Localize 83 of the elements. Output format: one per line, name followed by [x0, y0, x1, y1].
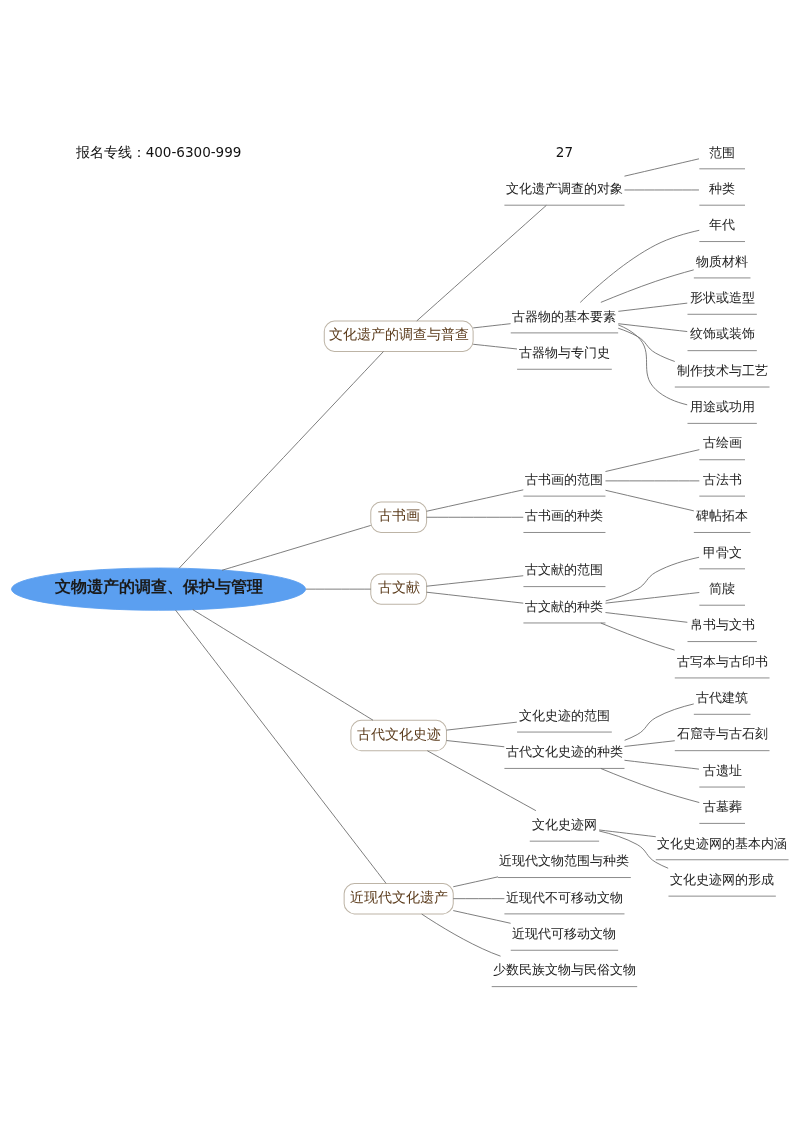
connector	[426, 749, 537, 811]
connector	[624, 703, 695, 741]
connector	[305, 588, 372, 590]
connector	[605, 489, 695, 511]
node-text: 简牍	[709, 580, 736, 596]
connector	[221, 524, 372, 571]
connector	[452, 909, 511, 924]
node-text: 古文献的范围	[525, 561, 604, 577]
node-ellipse: 文物遗产的调查、保护与管理	[11, 567, 307, 611]
node-text: 用途或功用	[689, 398, 755, 414]
connector	[175, 609, 387, 884]
connector	[624, 157, 700, 177]
node-text: 物质材料	[696, 253, 749, 269]
node-text: 古代文化史迹的种类	[505, 743, 623, 759]
node-text: 文化遗产调查的对象	[505, 180, 623, 196]
node-text: 文化史迹网的基本内涵	[657, 835, 788, 850]
node-text: 形状或造型	[689, 289, 755, 305]
connector	[416, 204, 547, 321]
connector	[446, 721, 518, 731]
connector	[600, 622, 675, 651]
node-text: 古书画的种类	[525, 507, 604, 523]
node-text: 种类	[709, 180, 736, 196]
connector	[617, 302, 688, 312]
connector	[617, 322, 688, 332]
node-text: 文化史迹网的形成	[670, 871, 775, 887]
label: 27	[555, 143, 574, 160]
node-text: 近现代不可移动文物	[505, 889, 623, 905]
node-text: 近现代文物范围与种类	[499, 852, 630, 868]
node-box: 近现代文化遗产	[343, 882, 454, 914]
node-text: 古墓葬	[702, 798, 742, 814]
connector	[472, 322, 511, 328]
connector	[605, 591, 700, 604]
node-text: 古器物的基本要素	[512, 308, 617, 324]
node-box: 古代文化史迹	[350, 719, 447, 751]
node-text: 古文献的种类	[525, 598, 604, 614]
node-text: 年代	[709, 216, 736, 232]
node-text: 文化史迹网	[531, 816, 597, 832]
connector	[624, 189, 700, 190]
connector	[624, 739, 676, 747]
node-text: 古绘画	[702, 434, 742, 450]
connector	[605, 479, 700, 481]
node-text: 古器物与专门史	[518, 344, 610, 360]
node-box: 文化遗产的调查与普查	[323, 320, 474, 352]
node-text: 古写本与古印书	[676, 653, 768, 669]
connector	[624, 759, 700, 770]
node-text: 古遗址	[702, 762, 742, 778]
connector	[605, 448, 700, 472]
connector	[452, 897, 505, 899]
node-text: 近现代可移动文物	[512, 925, 617, 941]
connector	[617, 327, 676, 362]
node-text: 古法书	[702, 471, 742, 487]
connector	[579, 229, 700, 303]
node-text: 帛书与文书	[689, 616, 755, 632]
node-text: 少数民族文物与民俗文物	[492, 961, 636, 977]
connector	[426, 488, 524, 512]
connector	[192, 608, 374, 721]
connector	[178, 350, 384, 569]
node-text: 古代建筑	[696, 689, 749, 705]
node-text: 文化史迹的范围	[518, 707, 610, 723]
node-text: 石窟寺与古石刻	[676, 725, 768, 741]
connector	[598, 829, 657, 837]
node-text: 甲骨文	[702, 544, 742, 560]
node-box: 古书画	[370, 501, 428, 533]
connector	[617, 323, 688, 405]
connector	[600, 767, 700, 803]
node-box: 古文献	[370, 572, 428, 605]
node-text: 古书画的范围	[525, 471, 604, 487]
connector	[452, 875, 499, 887]
connector	[605, 556, 700, 601]
connector	[600, 268, 695, 303]
node-text: 纹饰或装饰	[689, 325, 755, 341]
label: 报名专线：400-6300-999	[75, 143, 242, 160]
connector	[446, 739, 505, 747]
node-text: 碑帖拓本	[696, 507, 749, 523]
connector	[421, 913, 501, 957]
node-text: 制作技术与工艺	[676, 362, 768, 378]
connector	[426, 516, 524, 518]
connector	[598, 830, 669, 869]
connector	[426, 591, 524, 604]
node-text: 范围	[709, 144, 736, 160]
connector	[605, 611, 688, 623]
connector	[426, 574, 524, 587]
connector	[472, 343, 518, 349]
